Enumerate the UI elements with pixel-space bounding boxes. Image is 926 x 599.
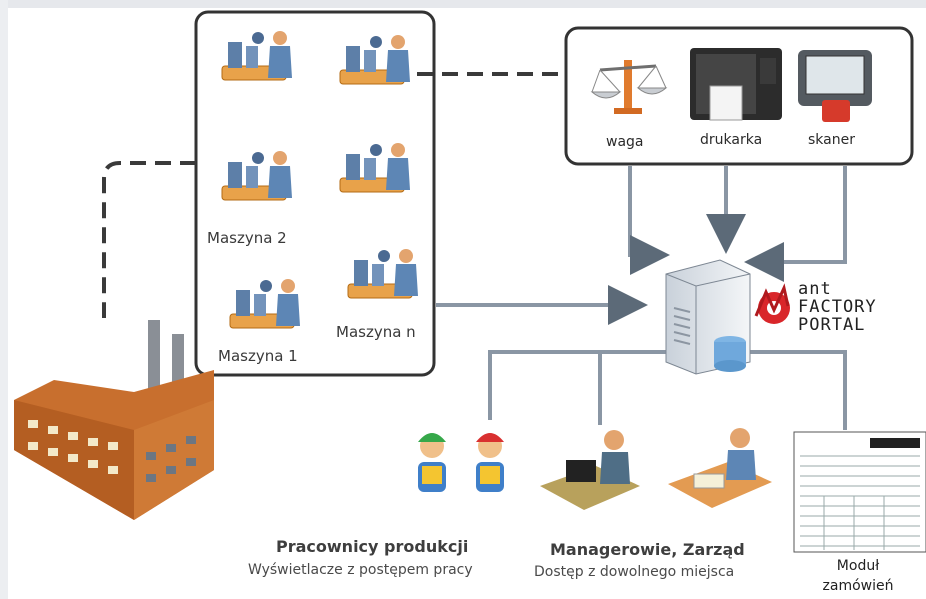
orders-module-label: Moduł zamówień: [818, 556, 898, 596]
manager-desk-icon: [540, 430, 640, 510]
production-subtitle: Wyświetlacze z postępem pracy: [248, 562, 473, 578]
top-frame: [0, 0, 926, 8]
machine-icon: [221, 31, 418, 329]
printer-label: drukarka: [700, 132, 763, 148]
left-frame: [0, 0, 8, 599]
scale-label: waga: [606, 134, 644, 150]
production-workers-icon: [418, 433, 504, 492]
server-icon: [665, 259, 751, 375]
brand-line-factory: FACTORY: [798, 297, 877, 317]
orders-document-icon: [793, 431, 926, 553]
machine-n-label: Maszyna n: [336, 323, 416, 341]
machine-1-label: Maszyna 1: [218, 347, 298, 365]
dashed-link-factory: [102, 161, 196, 318]
scanner-label: skaner: [808, 132, 855, 148]
managers-subtitle: Dostęp z dowolnego miejsca: [534, 564, 735, 580]
brand-line-portal: PORTAL: [798, 315, 866, 335]
production-title: Pracownicy produkcji: [276, 537, 469, 556]
distribution-lines: [488, 350, 847, 430]
brand-line-ant: ant: [798, 279, 832, 299]
brand-text: ant FACTORY PORTAL: [798, 280, 877, 334]
factory-icon: [14, 320, 214, 520]
scanner-icon: [798, 50, 872, 122]
printer-icon: [690, 48, 782, 121]
brand-logo: [754, 283, 790, 324]
manager-docs-icon: [668, 428, 772, 508]
orders-module-line1: Moduł: [836, 558, 880, 574]
orders-module-line2: zamówień: [822, 578, 894, 594]
scale-icon: [590, 60, 668, 114]
server-arrows: [436, 166, 847, 325]
machine-2-label: Maszyna 2: [207, 229, 287, 247]
managers-title: Managerowie, Zarząd: [550, 540, 745, 559]
